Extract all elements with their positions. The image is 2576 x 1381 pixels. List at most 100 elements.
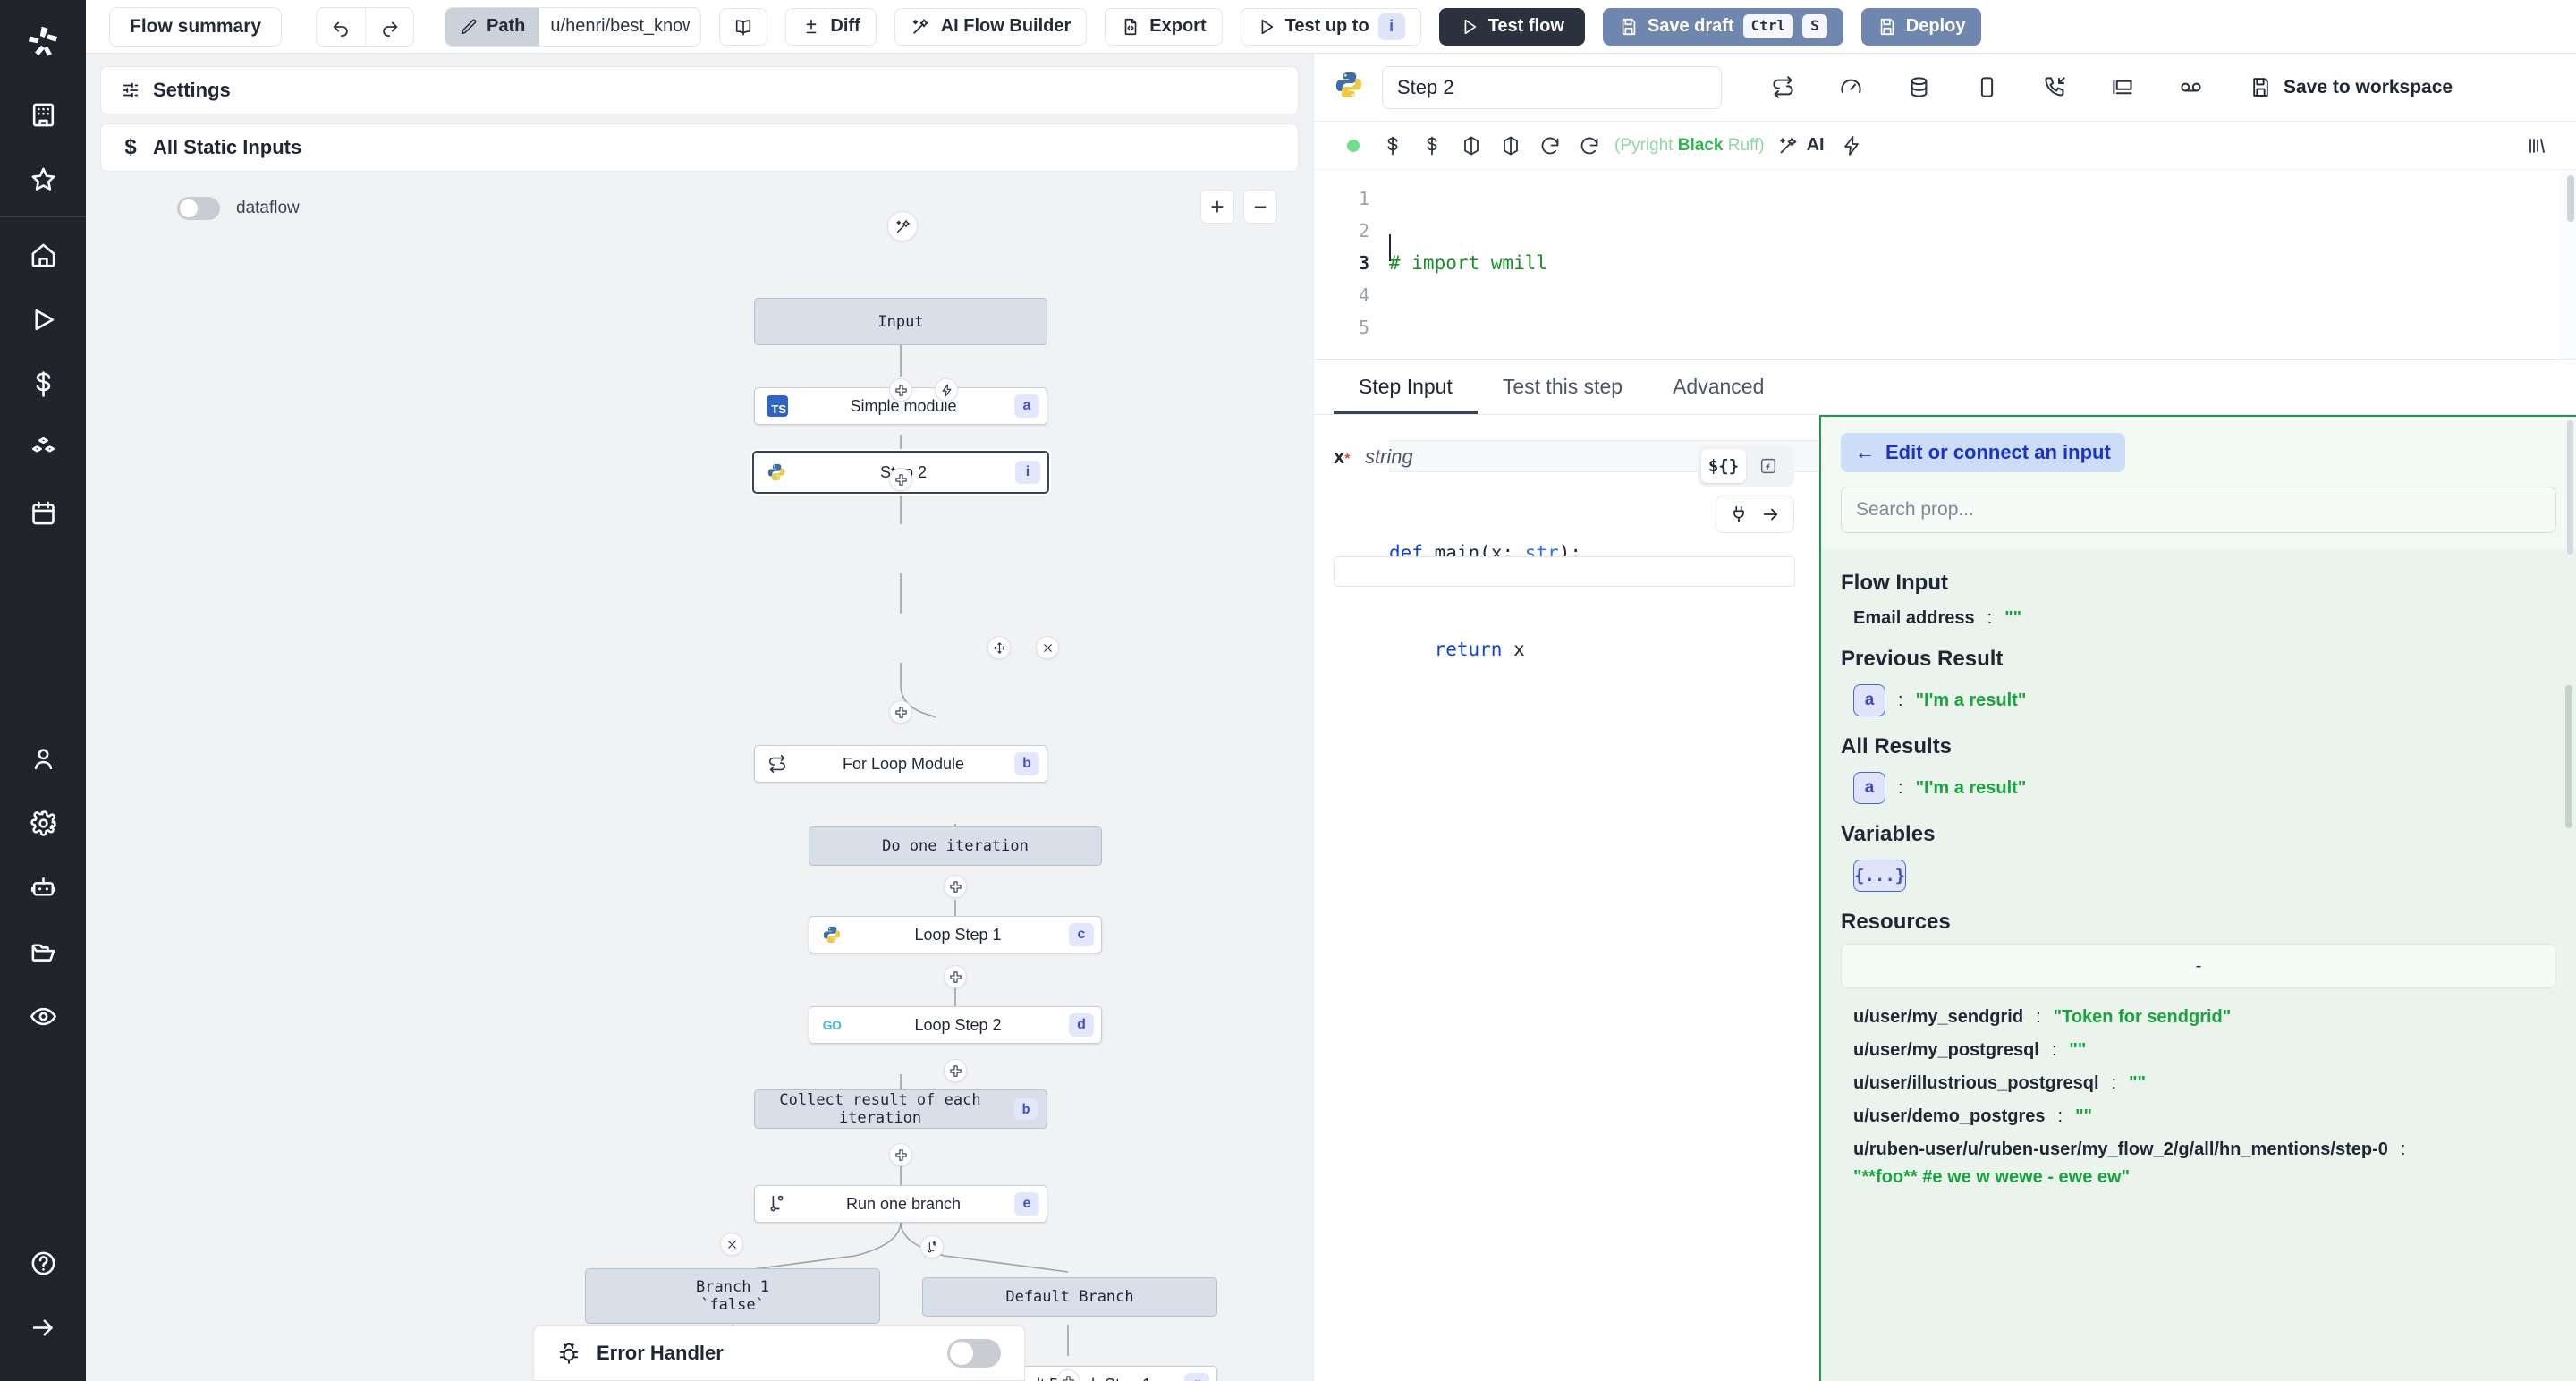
object-chip[interactable]: {...} — [1853, 860, 1906, 892]
prop-row-previous-result-a[interactable]: a : "I'm a result" — [1841, 681, 2556, 720]
sidebar-item-schedules[interactable] — [0, 480, 86, 545]
static-mode-button[interactable]: ${} — [1701, 449, 1746, 483]
step-name-input[interactable] — [1382, 66, 1722, 109]
connect-input-button[interactable] — [1716, 496, 1794, 533]
bolt-icon[interactable] — [1832, 126, 1871, 165]
delete-branch-handle[interactable] — [720, 1233, 743, 1256]
step-chip[interactable]: a — [1853, 684, 1885, 716]
code-content[interactable]: # import wmill def main(x: str): return … — [1382, 170, 2576, 359]
insert-step-handle[interactable] — [944, 1059, 967, 1082]
fx-mode-button[interactable] — [1746, 449, 1791, 483]
resources-placeholder[interactable]: - — [1841, 944, 2556, 988]
prop-row-email-address[interactable]: Email address : "" — [1841, 605, 2556, 632]
prop-row-variables[interactable]: {...} — [1841, 856, 2556, 895]
all-static-inputs-accordion[interactable]: $ All Static Inputs — [100, 123, 1299, 172]
refresh-icon[interactable] — [1570, 126, 1609, 165]
delete-node-handle[interactable] — [1036, 636, 1059, 659]
tab-test-this-step[interactable]: Test this step — [1478, 360, 1648, 414]
ai-assist-button[interactable]: AI — [1770, 135, 1832, 157]
node-loop-step-1[interactable]: Loop Step 1 c — [809, 916, 1102, 953]
docs-button[interactable] — [719, 8, 767, 46]
sidebar-item-resources[interactable] — [0, 416, 86, 480]
sidebar-item-settings[interactable] — [0, 792, 86, 856]
sidebar-item-help[interactable] — [0, 1231, 86, 1295]
node-input[interactable]: Input — [754, 298, 1047, 345]
insert-step-handle[interactable] — [889, 1143, 912, 1166]
right-pane-scrollbar[interactable] — [2567, 420, 2573, 555]
dollar-icon[interactable] — [1412, 126, 1452, 165]
sidebar-item-favorites[interactable] — [0, 147, 86, 211]
node-for-loop-module[interactable]: For Loop Module b — [754, 745, 1047, 783]
insert-trigger-handle[interactable] — [935, 378, 958, 402]
voicemail-icon[interactable] — [2157, 63, 2224, 113]
settings-accordion[interactable]: Settings — [100, 66, 1299, 114]
node-loop-step-2[interactable]: GO Loop Step 2 d — [809, 1006, 1102, 1044]
sidebar-item-home[interactable] — [0, 223, 86, 287]
minimap-icon[interactable] — [2517, 126, 2556, 165]
sidebar-item-workers[interactable] — [0, 856, 86, 920]
step-chip[interactable]: a — [1853, 772, 1885, 804]
package-icon[interactable] — [1491, 126, 1530, 165]
sidebar-item-folders[interactable] — [0, 920, 86, 985]
ai-flow-builder-button[interactable]: AI Flow Builder — [894, 8, 1088, 46]
sidebar-item-variables[interactable] — [0, 352, 86, 416]
export-button[interactable]: Export — [1105, 8, 1222, 46]
test-up-to-button[interactable]: Test up to i — [1241, 8, 1421, 46]
path-input[interactable] — [539, 8, 700, 46]
code-editor[interactable]: 1 2 3 4 5 # import wmill def main(x: str… — [1314, 170, 2576, 360]
zoom-out-button[interactable]: − — [1243, 190, 1277, 224]
resource-row-hn-mentions-step-0[interactable]: u/ruben-user/u/ruben-user/my_flow_2/g/al… — [1841, 1133, 2556, 1194]
sidebar-collapse-icon[interactable] — [0, 1295, 86, 1360]
resource-row-demo-postgres[interactable]: u/user/demo_postgres:"" — [1841, 1100, 2556, 1133]
insert-step-handle[interactable] — [889, 378, 912, 402]
save-draft-button[interactable]: Save draft Ctrl S — [1603, 8, 1843, 46]
arg-value-input[interactable] — [1334, 556, 1795, 587]
insert-step-handle[interactable] — [944, 965, 967, 988]
add-branch-handle[interactable] — [920, 1235, 944, 1258]
flow-canvas[interactable]: dataflow + − — [86, 184, 1313, 1381]
search-prop-input[interactable] — [1841, 487, 2556, 533]
insert-step-handle[interactable] — [889, 700, 912, 724]
code-scrollbar[interactable] — [2567, 175, 2574, 222]
insert-step-handle[interactable] — [889, 468, 912, 491]
database-icon[interactable] — [1885, 63, 1953, 113]
error-handler-bar[interactable]: Error Handler — [533, 1326, 1025, 1381]
sidebar-item-workspace[interactable] — [0, 82, 86, 147]
node-run-one-branch[interactable]: Run one branch e — [754, 1185, 1047, 1223]
connect-panel-body[interactable]: Flow Input Email address : "" Previous R… — [1821, 549, 2576, 1381]
refresh-icon[interactable] — [1530, 126, 1570, 165]
test-flow-button[interactable]: Test flow — [1439, 8, 1585, 46]
path-edit-button[interactable]: Path — [445, 8, 539, 46]
resource-row-my-postgresql[interactable]: u/user/my_postgresql:"" — [1841, 1034, 2556, 1067]
ai-generate-handle[interactable] — [887, 211, 918, 241]
connect-panel-scrollbar[interactable] — [2565, 685, 2572, 828]
mobile-icon[interactable] — [1953, 63, 2021, 113]
node-default-branch[interactable]: Default Branch — [922, 1277, 1217, 1317]
sidebar-item-runs[interactable] — [0, 287, 86, 352]
prop-row-all-results-a[interactable]: a : "I'm a result" — [1841, 768, 2556, 808]
redo-button[interactable] — [365, 8, 413, 46]
move-node-handle[interactable] — [987, 636, 1011, 659]
error-handler-toggle[interactable] — [947, 1339, 1001, 1368]
gauge-icon[interactable] — [1817, 63, 1885, 113]
panel-icon[interactable] — [2089, 63, 2157, 113]
save-to-workspace-button[interactable]: Save to workspace — [2250, 76, 2453, 98]
package-icon[interactable] — [1452, 126, 1491, 165]
diff-button[interactable]: Diff — [785, 8, 876, 46]
dollar-icon[interactable] — [1373, 126, 1412, 165]
sidebar-item-account[interactable] — [0, 727, 86, 792]
linter-status[interactable]: (Pyright Black Ruff) — [1609, 136, 1770, 156]
tab-advanced[interactable]: Advanced — [1648, 360, 1789, 414]
phone-incoming-icon[interactable] — [2021, 63, 2089, 113]
zoom-in-button[interactable]: + — [1200, 190, 1234, 224]
flow-summary-button[interactable]: Flow summary — [109, 7, 282, 47]
dataflow-toggle[interactable] — [177, 197, 220, 220]
insert-step-handle[interactable] — [944, 875, 967, 898]
node-do-one-iteration[interactable]: Do one iteration — [809, 826, 1102, 866]
retry-icon[interactable] — [1749, 63, 1817, 113]
node-collect-result[interactable]: Collect result of each iteration b — [754, 1089, 1047, 1129]
node-branch-1[interactable]: Branch 1 `false` — [585, 1268, 880, 1324]
sidebar-item-audit-logs[interactable] — [0, 985, 86, 1049]
edit-or-connect-input-button[interactable]: ← Edit or connect an input — [1841, 433, 2125, 472]
tab-step-input[interactable]: Step Input — [1334, 360, 1478, 414]
